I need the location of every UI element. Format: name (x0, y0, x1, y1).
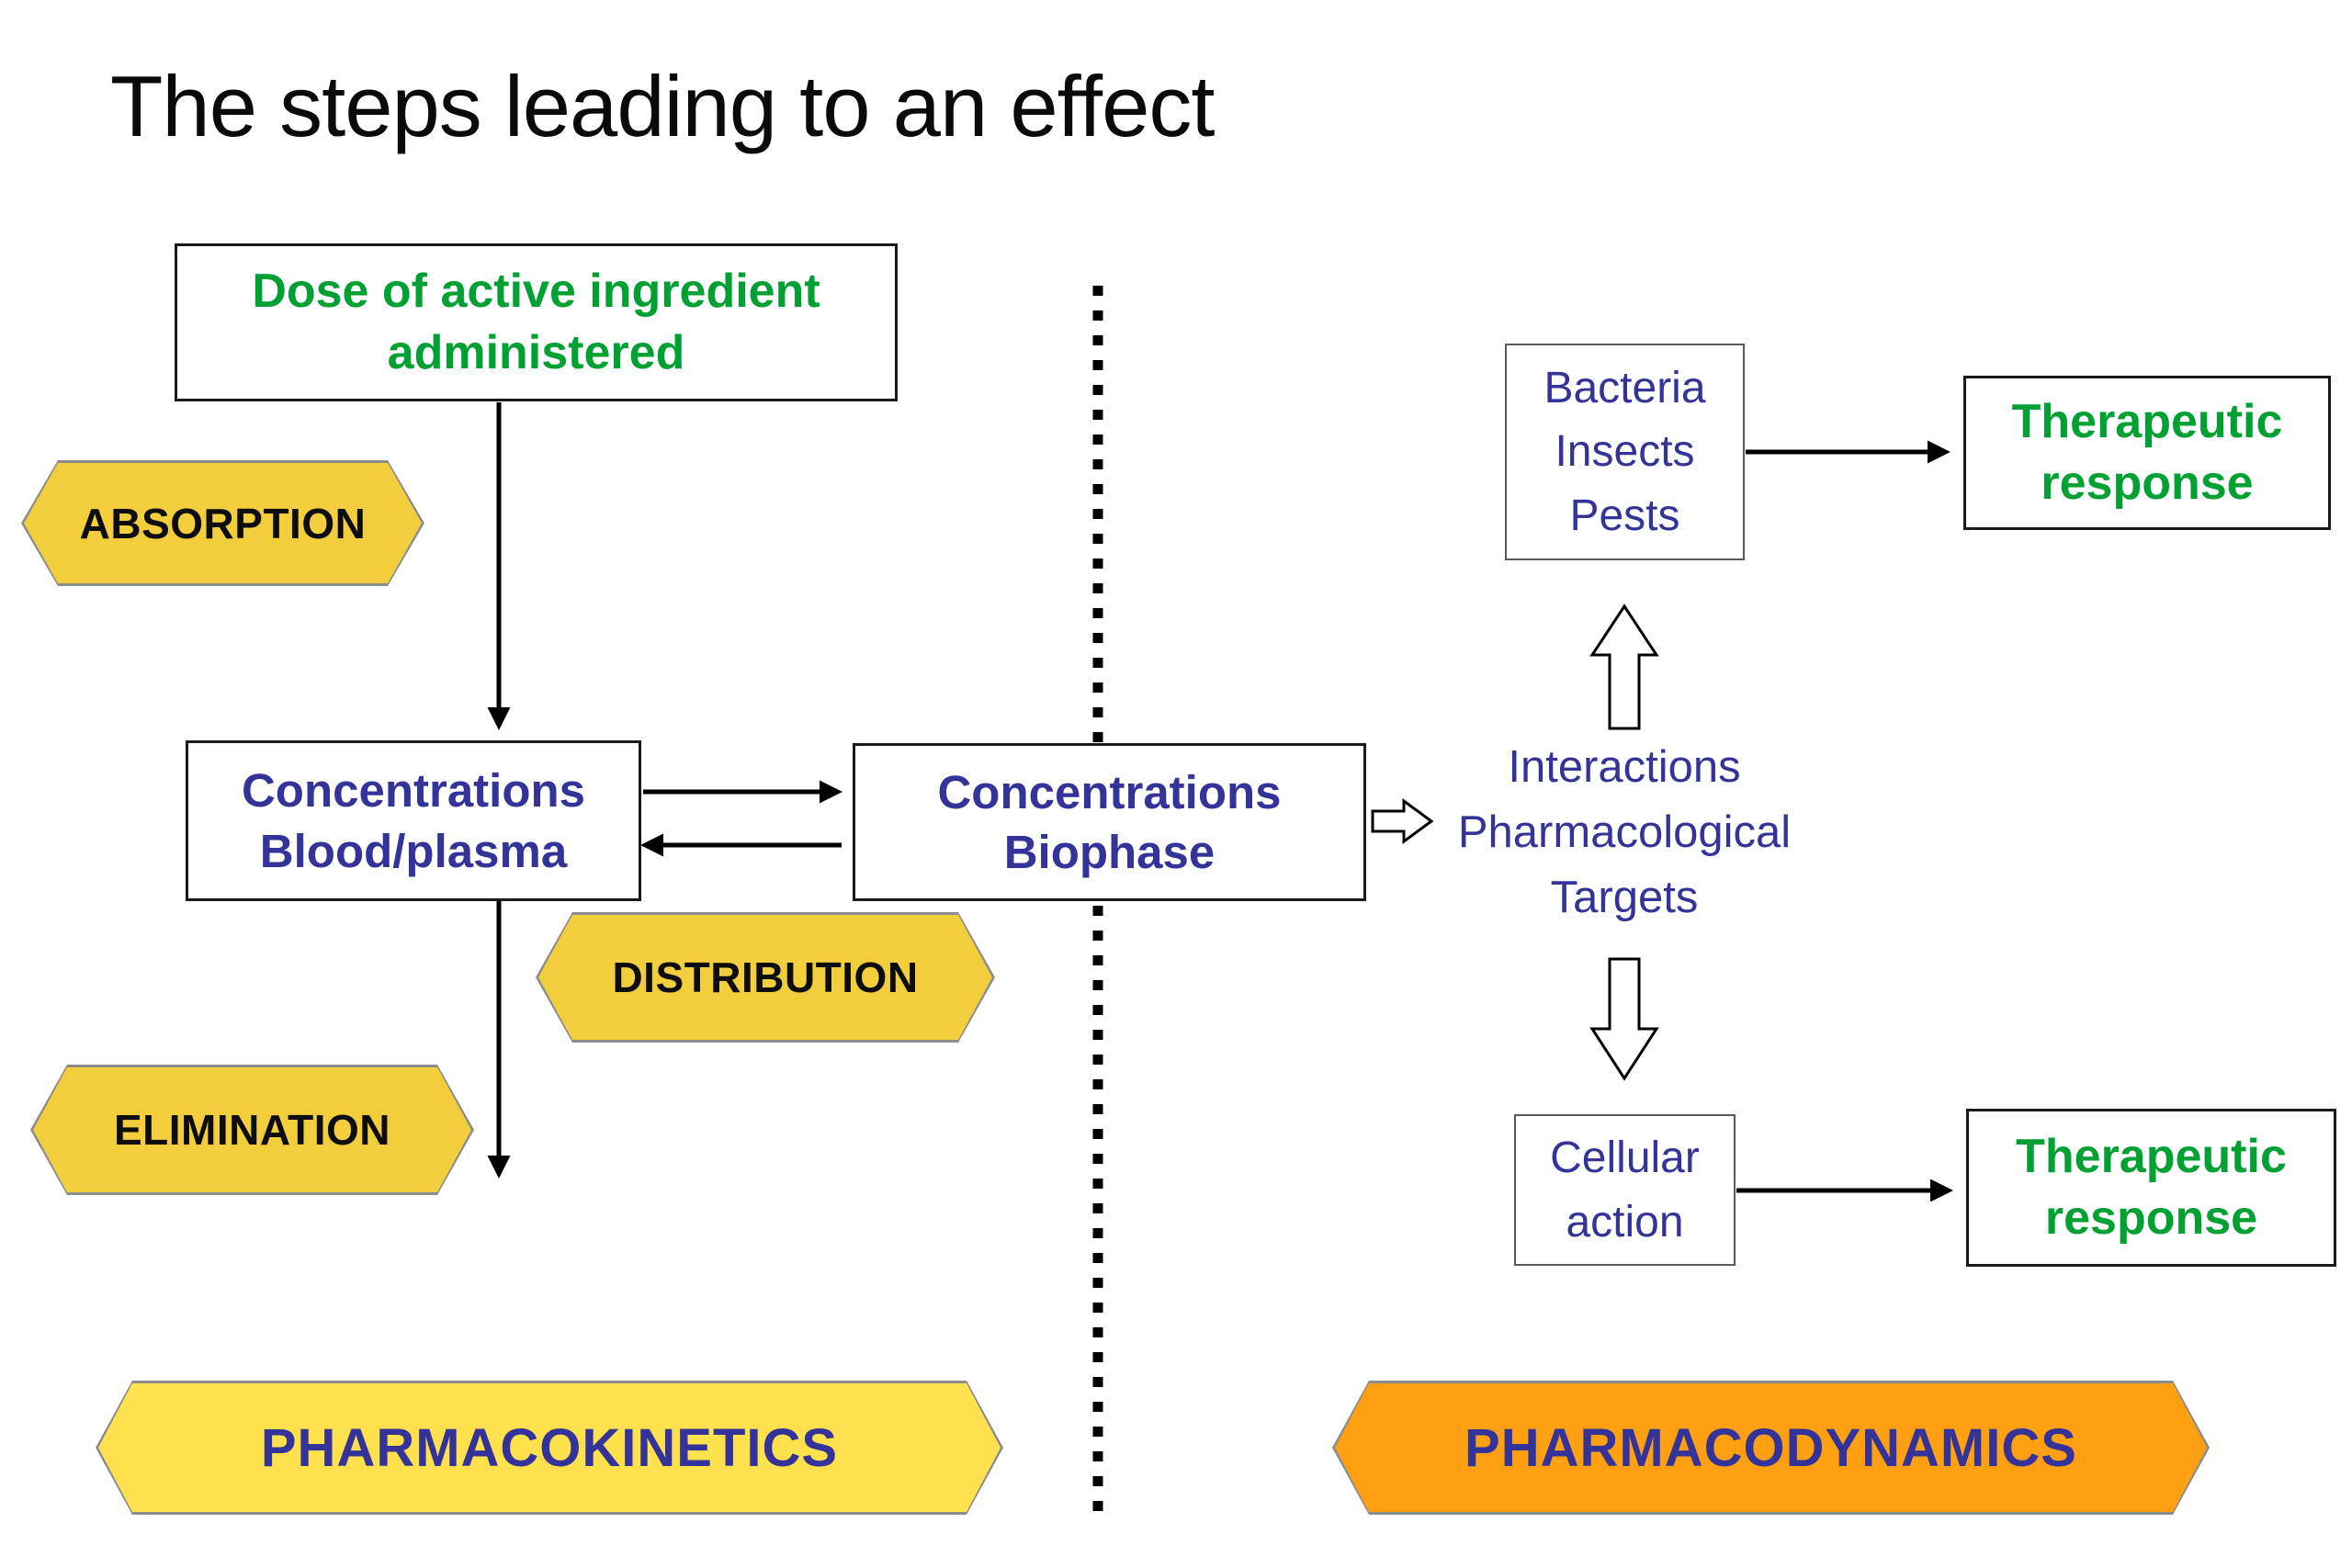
pharmacokinetics-badge: PHARMACOKINETICS (96, 1381, 1003, 1515)
distribution-badge: DISTRIBUTION (536, 912, 995, 1043)
elimination-badge: ELIMINATION (30, 1065, 474, 1195)
dose-box: Dose of active ingredient administered (175, 243, 898, 401)
badge-fill (1335, 1383, 2207, 1512)
absorption-label: ABSORPTION (79, 499, 367, 547)
block-arrow-up-icon (1589, 604, 1659, 730)
pharmacodynamics-label: PHARMACODYNAMICS (1464, 1417, 2077, 1478)
interactions-targets-label: Interactions Pharmacological Targets (1457, 742, 1792, 923)
badge-fill (98, 1383, 1001, 1512)
concentrations-blood-box: Concentrations Blood/plasma (186, 740, 641, 901)
elimination-label: ELIMINATION (113, 1106, 391, 1154)
cellular-action-box: Cellular action (1514, 1114, 1736, 1266)
pharmacodynamics-badge: PHARMACODYNAMICS (1332, 1381, 2210, 1515)
badge-fill (33, 1067, 471, 1192)
concentrations-biophase-box: Concentrations Biophase (853, 743, 1366, 901)
block-arrow-down-icon (1589, 957, 1659, 1081)
bacteria-insects-pests-box: Bacteria Insects Pests (1505, 344, 1745, 560)
therapeutic-response-top-box: Therapeutic response (1963, 376, 2331, 530)
absorption-badge: ABSORPTION (21, 460, 424, 586)
distribution-label: DISTRIBUTION (612, 953, 919, 1001)
badge-fill (538, 915, 992, 1040)
pharmacokinetics-label: PHARMACOKINETICS (260, 1417, 839, 1478)
therapeutic-response-bottom-box: Therapeutic response (1966, 1109, 2336, 1267)
page-title: The steps leading to an effect (110, 58, 1216, 154)
badge-fill (24, 463, 422, 583)
